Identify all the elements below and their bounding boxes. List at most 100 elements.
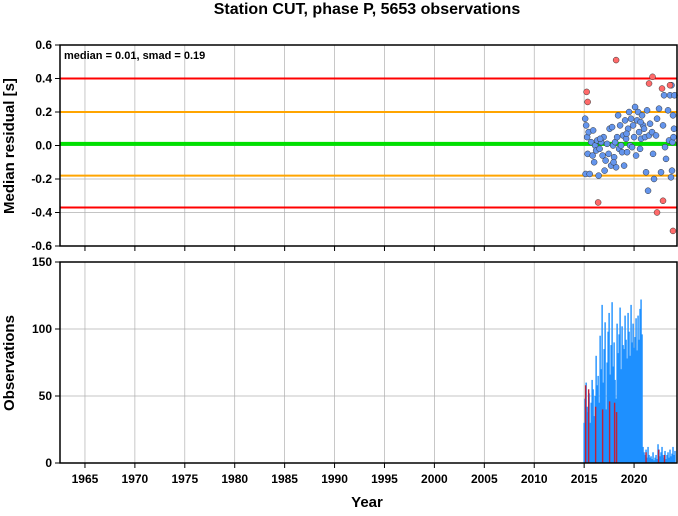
residual-point: [631, 103, 639, 111]
observation-bar: [610, 345, 612, 463]
observation-bar: [624, 315, 626, 463]
observation-bar: [655, 454, 657, 463]
x-tick-label: 1985: [271, 472, 298, 486]
observation-bar: [620, 369, 622, 463]
residual-reference-lines: [60, 77, 677, 209]
observation-bar: [665, 458, 667, 463]
residual-point: [638, 112, 646, 119]
residual-point: [644, 187, 652, 194]
residual-y-axis-label: Median residual [s]: [1, 78, 18, 214]
residual-point: [629, 122, 637, 129]
observation-bar: [674, 450, 676, 463]
residual-y-tick-label: -0.4: [31, 206, 52, 220]
residual-y-tick-label: -0.2: [31, 172, 52, 186]
chart-title: Station CUT, phase P, 5653 observations: [214, 1, 521, 18]
x-tick-label: 1990: [321, 472, 348, 486]
residual-point: [649, 150, 657, 158]
observation-bar: [600, 369, 602, 463]
observations-plot-frame: [59, 261, 678, 464]
observations-y-tick-label: 150: [32, 255, 52, 269]
residual-y-tick-label: 0.6: [35, 38, 52, 52]
observation-bar: [644, 454, 646, 463]
x-tick-label: 1980: [221, 472, 248, 486]
residual-point: [608, 123, 616, 131]
observation-bar: [608, 312, 610, 463]
observation-bar: [606, 362, 608, 463]
outlier-observation-bar: [608, 401, 611, 463]
outlier-point: [584, 98, 591, 106]
residual-point: [617, 142, 625, 149]
observation-bar: [668, 457, 670, 463]
residual-point: [620, 162, 628, 169]
residual-point: [623, 148, 631, 156]
observation-bar: [590, 402, 592, 463]
residual-points: [581, 56, 678, 235]
outlier-observation-bar: [601, 409, 604, 463]
residual-point: [635, 128, 643, 136]
observation-bar: [623, 349, 625, 463]
observations-bars: [583, 299, 676, 463]
residual-stats-annotation: median = 0.01, smad = 0.19: [64, 50, 205, 62]
residual-point: [623, 130, 630, 138]
residual-point: [589, 152, 596, 159]
observation-bar: [666, 454, 668, 463]
observation-bar: [667, 452, 669, 463]
residual-point: [605, 150, 612, 158]
observation-bar: [591, 379, 593, 463]
observation-bar: [670, 456, 672, 463]
observation-bar: [642, 446, 644, 463]
residual-point: [613, 133, 621, 141]
observations-y-axis-label: Observations: [1, 315, 18, 411]
residual-point: [642, 169, 650, 176]
outlier-observation-bar: [657, 449, 660, 463]
residual-point: [655, 105, 663, 112]
residual-point: [616, 122, 624, 129]
x-tick-label: 2015: [571, 472, 598, 486]
observations-gridlines: [60, 261, 677, 464]
outlier-point: [612, 56, 620, 64]
observation-bar: [652, 452, 654, 463]
observation-bar: [648, 454, 650, 463]
observation-bar: [598, 402, 600, 463]
residual-point: [595, 172, 602, 179]
observation-bar: [641, 334, 643, 463]
residual-point: [669, 112, 677, 119]
residual-point: [621, 117, 629, 124]
outlier-observation-bar: [594, 406, 597, 463]
residual-point: [581, 115, 589, 122]
observation-bar: [605, 409, 607, 463]
residual-point: [660, 92, 668, 99]
observation-bar: [607, 331, 609, 463]
residual-point: [650, 175, 658, 183]
observation-bar: [646, 457, 648, 463]
observation-bar: [650, 456, 652, 463]
outlier-observation-bar: [663, 454, 666, 463]
observation-bar: [661, 446, 663, 463]
residual-point: [614, 112, 622, 119]
residual-point: [610, 159, 617, 166]
observations-y-tick-label: 0: [45, 456, 52, 470]
observations-y-tick-label: 100: [32, 322, 52, 336]
observation-bar: [626, 358, 628, 463]
residual-point: [652, 132, 660, 139]
observation-bar: [612, 366, 614, 463]
residual-point: [662, 155, 670, 163]
residual-point: [630, 133, 638, 141]
outlier-observation-bar: [587, 389, 590, 463]
observation-bar: [630, 304, 632, 463]
observation-bar: [647, 446, 649, 463]
outlier-observation-bar: [615, 412, 618, 463]
outlier-point: [594, 199, 602, 206]
observation-bar: [633, 347, 635, 463]
observation-bar: [596, 385, 598, 463]
residual-y-ticks: 0.60.40.20.0-0.2-0.4-0.6: [31, 38, 60, 253]
observation-bar: [637, 315, 639, 463]
x-tick-label: 2010: [521, 472, 548, 486]
observation-bar: [632, 323, 634, 463]
residual-point: [636, 145, 644, 153]
residual-point: [653, 115, 661, 122]
x-tick-label: 2000: [421, 472, 448, 486]
